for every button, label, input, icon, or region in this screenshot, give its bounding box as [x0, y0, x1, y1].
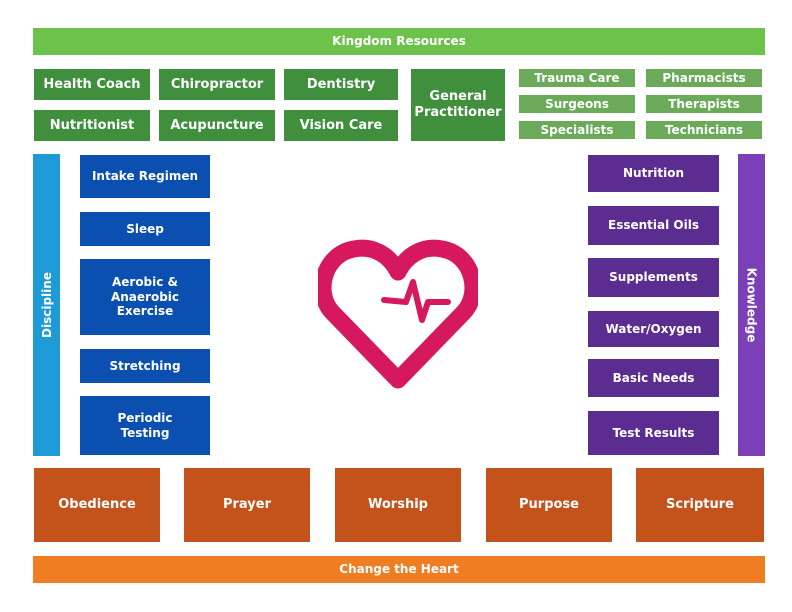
foundation-purpose: Purpose	[485, 467, 613, 543]
kingdom-resources-banner: Kingdom Resources	[33, 28, 765, 55]
discipline-bar: Discipline	[33, 154, 60, 456]
resource-label: Vision Care	[299, 117, 383, 133]
resource-acupuncture: Acupuncture	[158, 109, 276, 142]
discipline-label: Discipline	[39, 272, 54, 338]
resource-label: Pharmacists	[662, 70, 746, 85]
resource-vision-care: Vision Care	[283, 109, 399, 142]
foundation-label: Scripture	[666, 497, 734, 513]
knowledge-item-test-results: Test Results	[587, 410, 720, 456]
knowledge-item-essential-oils: Essential Oils	[587, 205, 720, 246]
resource-technicians: Technicians	[645, 120, 763, 140]
resource-label: Nutritionist	[49, 117, 135, 133]
knowledge-item-label: Supplements	[609, 270, 698, 285]
knowledge-item-basic-needs: Basic Needs	[587, 358, 720, 398]
change-the-heart-banner: Change the Heart	[33, 556, 765, 583]
resource-label: Specialists	[540, 122, 614, 137]
resource-general-practitioner: General Practitioner	[410, 68, 506, 142]
resource-pharmacists: Pharmacists	[645, 68, 763, 88]
change-the-heart-label: Change the Heart	[339, 562, 459, 577]
foundation-worship: Worship	[334, 467, 462, 543]
resource-label: Health Coach	[43, 76, 141, 92]
resource-trauma-care: Trauma Care	[518, 68, 636, 88]
discipline-item-label: Intake Regimen	[91, 169, 199, 184]
heart-pulse-icon	[318, 239, 478, 389]
resource-label: Technicians	[664, 122, 744, 137]
resource-therapists: Therapists	[645, 94, 763, 114]
resource-label: Trauma Care	[534, 70, 620, 85]
resource-health-coach: Health Coach	[33, 68, 151, 101]
discipline-item-exercise: Aerobic & Anaerobic Exercise	[79, 258, 211, 336]
discipline-item-label: Aerobic & Anaerobic Exercise	[110, 275, 180, 319]
resource-chiropractor: Chiropractor	[158, 68, 276, 101]
resource-label: Chiropractor	[170, 76, 264, 92]
foundation-label: Prayer	[222, 497, 271, 513]
knowledge-bar: Knowledge	[738, 154, 765, 456]
resource-label: Acupuncture	[170, 117, 264, 133]
knowledge-item-label: Test Results	[612, 425, 695, 440]
resource-label: General Practitioner	[414, 89, 502, 120]
knowledge-item-label: Essential Oils	[608, 218, 699, 233]
knowledge-item-label: Basic Needs	[612, 370, 695, 385]
foundation-label: Purpose	[519, 497, 579, 513]
knowledge-item-label: Water/Oxygen	[605, 321, 702, 336]
resource-specialists: Specialists	[518, 120, 636, 140]
discipline-item-label: Sleep	[126, 221, 164, 236]
resource-surgeons: Surgeons	[518, 94, 636, 114]
resource-label: Therapists	[668, 96, 740, 111]
knowledge-item-label: Nutrition	[623, 166, 684, 181]
resource-label: Surgeons	[545, 96, 609, 111]
foundation-label: Worship	[368, 497, 428, 513]
foundation-label: Obedience	[58, 497, 136, 513]
foundation-prayer: Prayer	[183, 467, 311, 543]
resource-nutritionist: Nutritionist	[33, 109, 151, 142]
kingdom-resources-label: Kingdom Resources	[332, 34, 466, 49]
knowledge-item-nutrition: Nutrition	[587, 154, 720, 193]
discipline-item-label: Periodic Testing	[117, 411, 173, 440]
resource-label: Dentistry	[306, 76, 376, 92]
discipline-item-intake-regimen: Intake Regimen	[79, 154, 211, 199]
foundation-scripture: Scripture	[635, 467, 765, 543]
discipline-item-sleep: Sleep	[79, 211, 211, 247]
knowledge-label: Knowledge	[744, 267, 759, 343]
discipline-item-label: Stretching	[109, 358, 181, 373]
knowledge-item-supplements: Supplements	[587, 257, 720, 298]
foundation-obedience: Obedience	[33, 467, 161, 543]
discipline-item-periodic-testing: Periodic Testing	[79, 395, 211, 456]
discipline-item-stretching: Stretching	[79, 348, 211, 384]
knowledge-item-water-oxygen: Water/Oxygen	[587, 310, 720, 348]
resource-dentistry: Dentistry	[283, 68, 399, 101]
